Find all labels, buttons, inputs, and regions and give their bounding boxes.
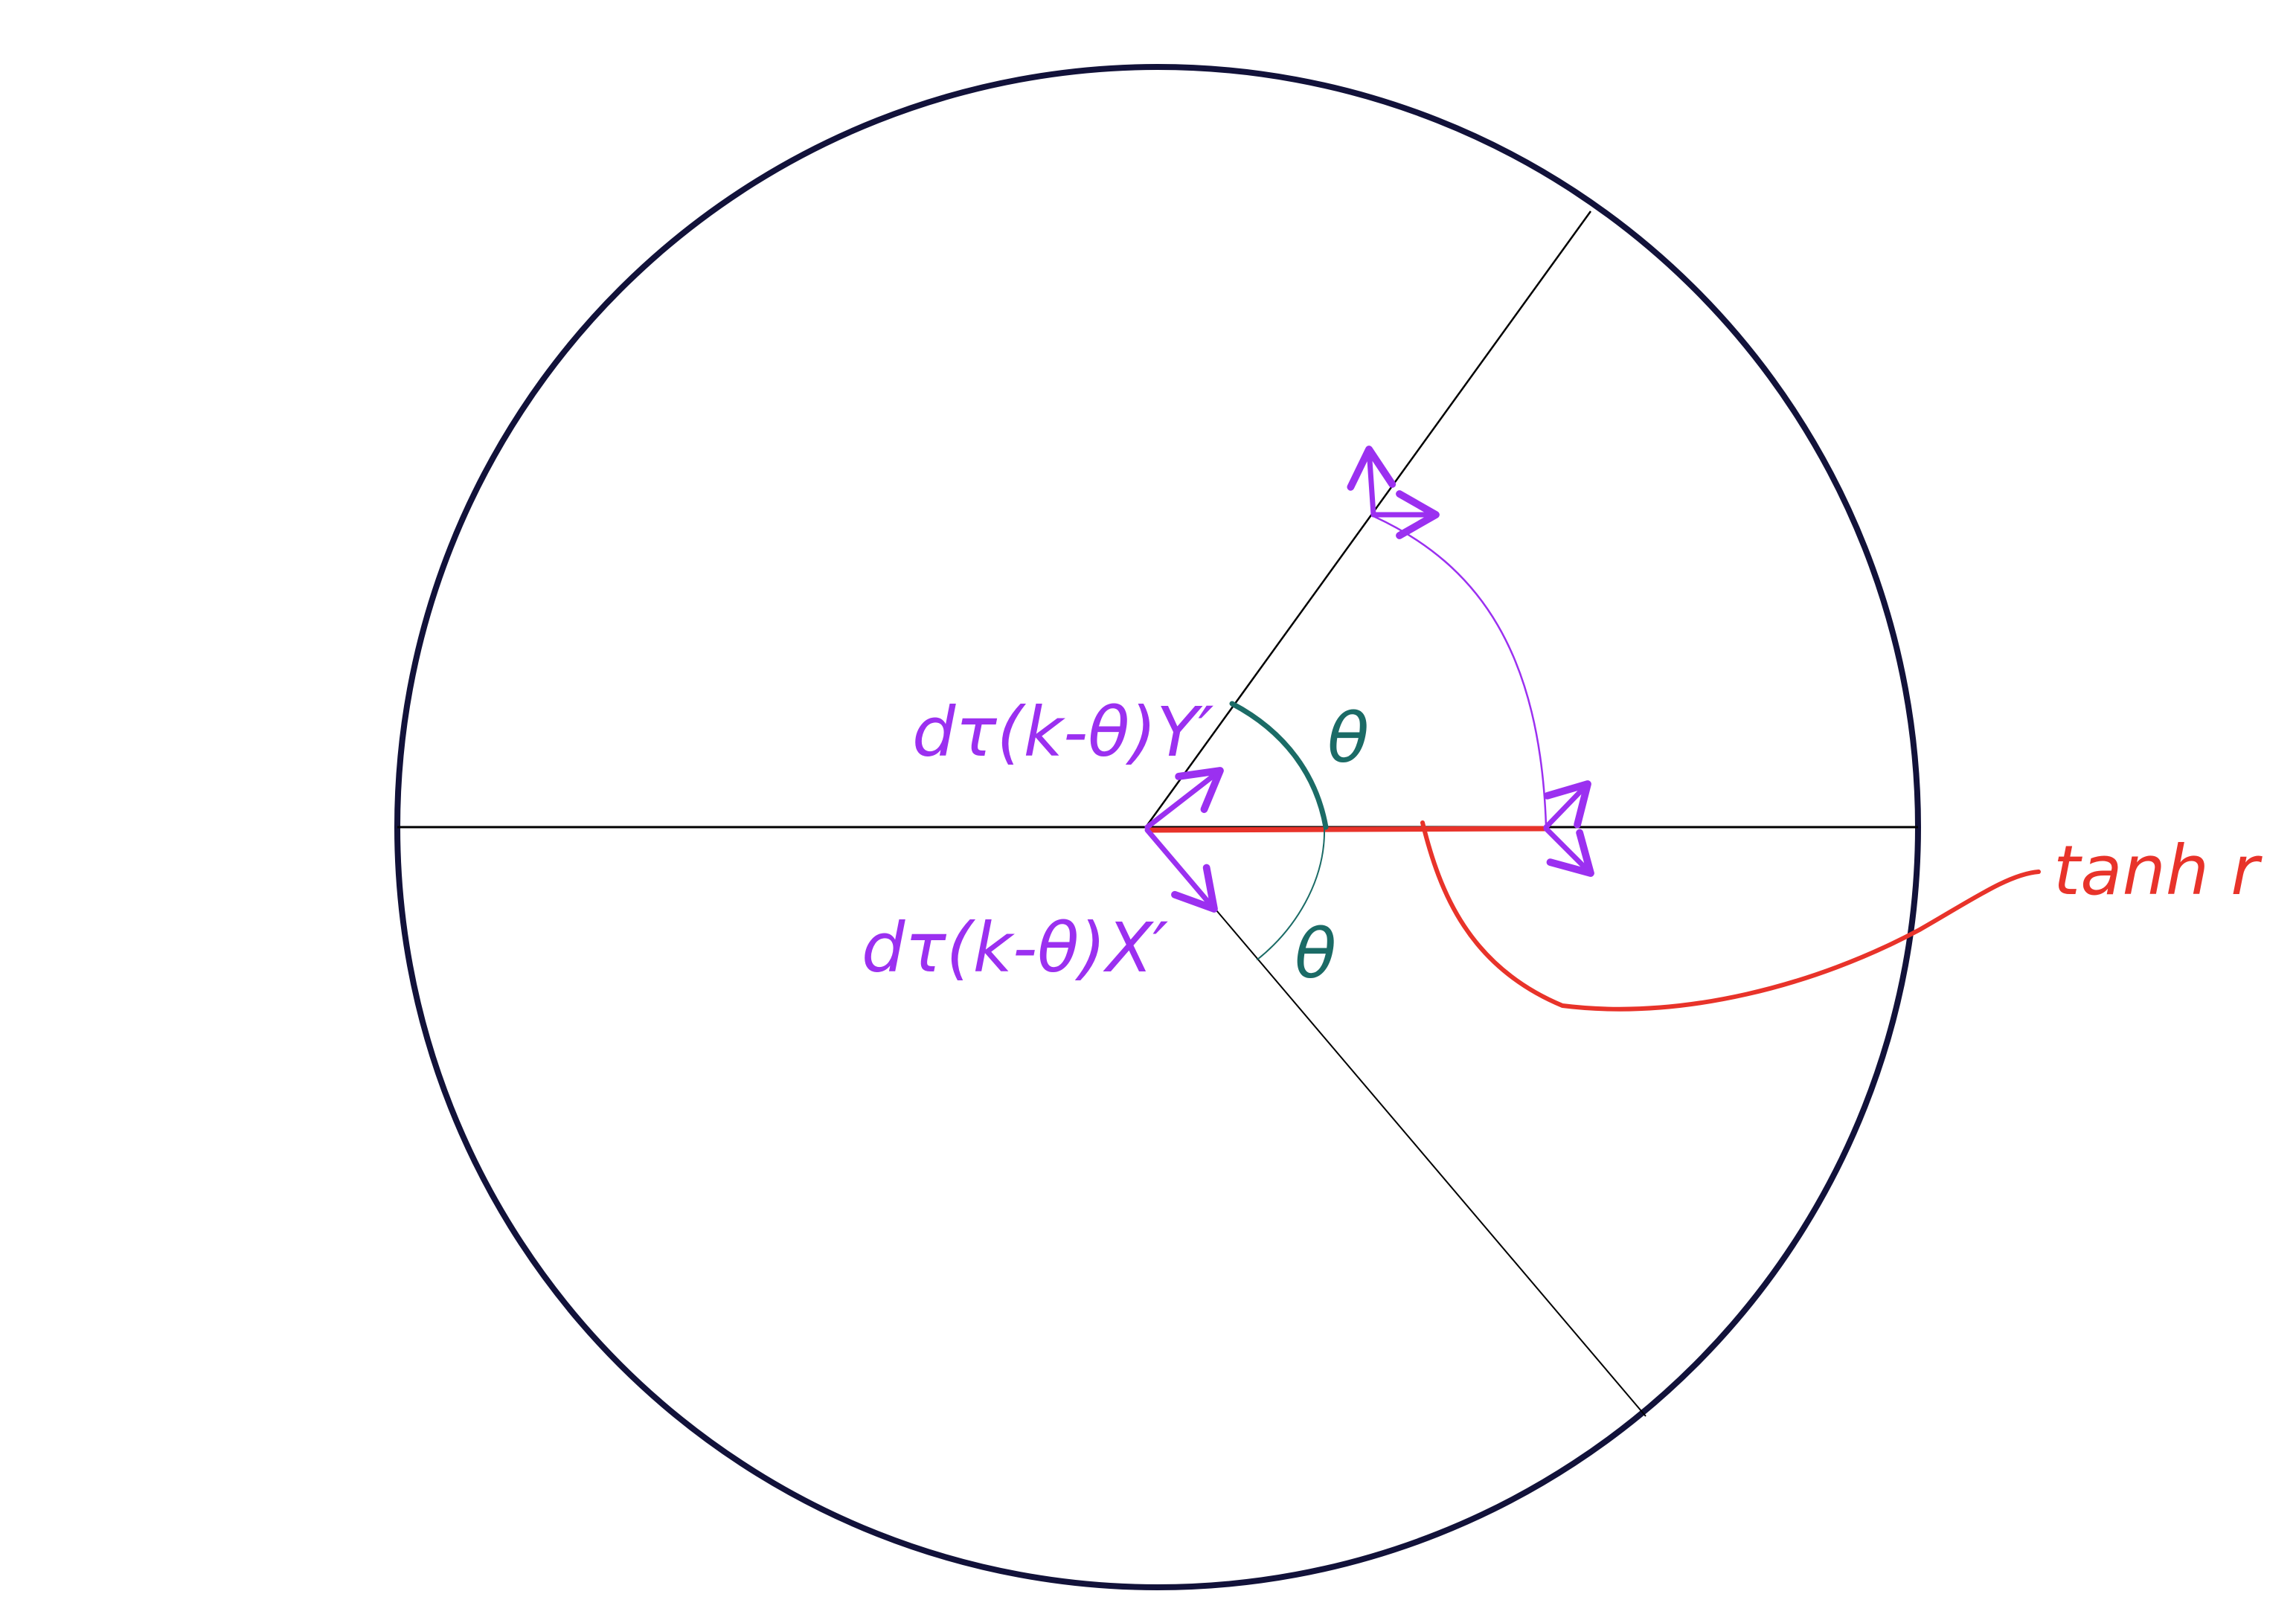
radius-leader-curve: [1420, 820, 2041, 1012]
upper-vector-label: dτ(k-θ)Y′: [912, 692, 1214, 772]
lower-vector-label: dτ(k-θ)X′: [862, 908, 1168, 988]
origin-vector-y: [1144, 767, 1224, 830]
lower-angle-label: θ: [1295, 914, 1336, 994]
origin-vector-x: [1144, 827, 1218, 913]
upper-angle-arc: [1229, 701, 1329, 830]
right-point-vector-down: [1543, 826, 1594, 877]
upper-radial-line: [1144, 210, 1592, 828]
upper-angle-label: θ: [1327, 698, 1369, 778]
radius-label: tanh r: [2053, 831, 2263, 910]
upper-point-vector-up: [1347, 446, 1396, 518]
right-point-vector-up: [1543, 780, 1591, 830]
lower-angle-arc: [1257, 826, 1326, 960]
rotation-arc: [1373, 515, 1548, 826]
radius-segment: [1147, 826, 1548, 833]
lower-radial-line: [1145, 826, 1646, 1417]
